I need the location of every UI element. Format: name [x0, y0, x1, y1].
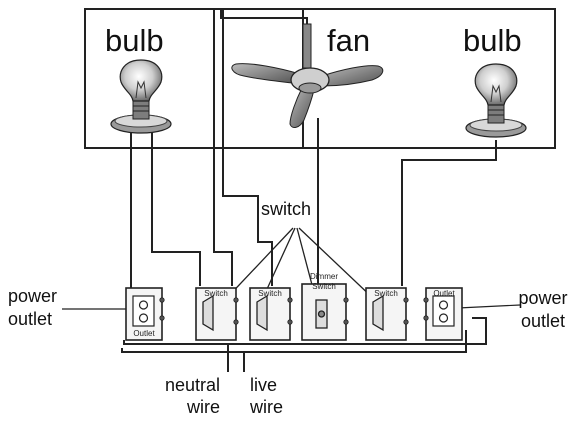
fan-blade-left	[231, 63, 301, 85]
bulb-right	[465, 63, 527, 138]
switch-1-box-label: Switch	[204, 289, 228, 298]
bulb-glass	[119, 59, 163, 102]
lead-right-outlet	[457, 304, 521, 309]
power-outlet-right-label-line1: power	[518, 288, 568, 308]
live-wire-label-line1: live	[250, 375, 278, 395]
power-outlet-left-label-line2: outlet	[8, 309, 53, 329]
switch-toggles	[202, 294, 384, 332]
outlet-left-box-label: Outlet	[133, 329, 155, 338]
dimmer-switch-box-label-line1: Dimmer	[310, 272, 338, 281]
bulb-left-label: bulb	[105, 23, 164, 58]
bulb-right-label: bulb	[463, 23, 522, 58]
terminal-screws	[159, 297, 429, 325]
fan-blade-bottom	[289, 87, 315, 128]
fan-blade-right	[321, 65, 384, 87]
neutral-wire-label-line2: wire	[186, 397, 220, 417]
fan-label: fan	[327, 23, 371, 58]
power-outlet-left-label-line1: power	[8, 286, 58, 306]
bulb-left	[110, 59, 172, 134]
outlet-left-face	[132, 295, 155, 327]
dimmer-box	[301, 283, 347, 341]
outlet-right-box-label: Outlet	[433, 289, 455, 298]
ceiling-fan	[231, 23, 384, 128]
switch-panel	[125, 283, 463, 341]
switch-pointers	[223, 227, 378, 303]
outlet-right-face	[432, 295, 455, 327]
dimmer-switch-box-label-line2: Switch	[312, 282, 336, 291]
power-outlet-right-label-line2: outlet	[520, 311, 566, 331]
bulb-glass	[474, 63, 518, 106]
live-wire-label-line2: wire	[250, 397, 284, 417]
switch-label: switch	[261, 199, 312, 219]
neutral-wire-label-line1: neutral	[164, 375, 220, 395]
switch-4-box-label: Switch	[374, 289, 398, 298]
switch-2-box-label: Switch	[258, 289, 282, 298]
